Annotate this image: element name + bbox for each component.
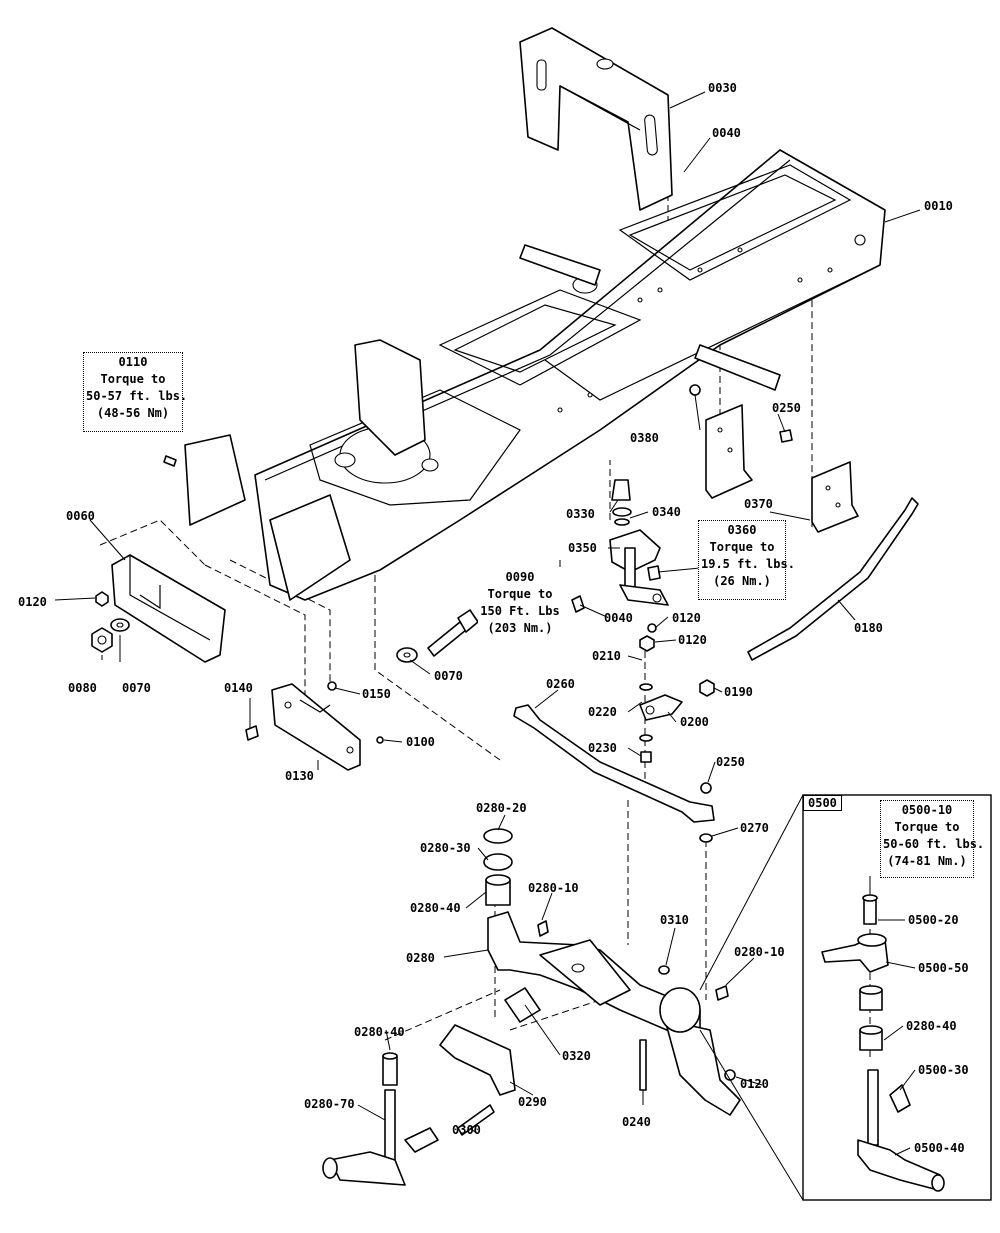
callout-0040-top: 0040 [712,126,741,140]
note-0110-metric: (48-56 Nm) [96,406,170,420]
note-0500-10-id: 0500-10 [901,803,953,817]
callout-0080: 0080 [68,681,97,695]
callout-0230: 0230 [588,741,617,755]
part-0370-brackets [705,404,859,533]
note-0360-metric: (26 Nm.) [713,574,771,588]
callout-0280-40-left: 0280-40 [354,1025,405,1039]
callout-0260: 0260 [546,677,575,691]
callout-0310: 0310 [660,913,689,927]
callout-0070-left: 0070 [122,681,151,695]
callout-0130: 0130 [285,769,314,783]
callout-0340: 0340 [652,505,681,519]
part-0130-plate [271,683,361,771]
part-0120-nut-left [95,591,109,607]
callout-0320: 0320 [562,1049,591,1063]
callout-0120-lower: 0120 [740,1077,769,1091]
callout-0070-center: 0070 [434,669,463,683]
note-0110-id: 0110 [118,355,148,369]
callout-0180: 0180 [854,621,883,635]
part-0200-steering-arm [639,635,715,763]
callout-0010: 0010 [924,199,953,213]
callout-0500-40: 0500-40 [914,1141,965,1155]
note-0500-10-value: 50-60 ft. lbs. [883,837,985,851]
detail-0500-tag: 0500 [803,795,842,811]
callout-0370: 0370 [744,497,773,511]
callout-0040-center: 0040 [604,611,633,625]
note-0090-value: 150 Ft. Lbs [480,604,560,618]
detail-0500-box [699,794,992,1201]
note-0090-title: Torque to [487,587,553,601]
callout-0140: 0140 [224,681,253,695]
callout-0250-lower: 0250 [716,755,745,769]
part-0290-bracket [439,1024,516,1136]
part-0030-bracket [519,27,673,211]
callout-0280-40-detail: 0280-40 [906,1019,957,1033]
callout-0280-10-left: 0280-10 [528,881,579,895]
callout-0280-30: 0280-30 [420,841,471,855]
callout-0500-50: 0500-50 [918,961,969,975]
callout-0060: 0060 [66,509,95,523]
note-0090-id: 0090 [505,570,535,584]
callout-0120-mid: 0120 [678,633,707,647]
leader-lines [54,91,921,1156]
callout-labels: 0030 0040 0010 0060 0120 0080 0070 0140 … [18,81,969,1155]
torque-note-0360: 0360 Torque to 19.5 ft. lbs. (26 Nm.) [698,520,795,600]
callout-0270: 0270 [740,821,769,835]
note-0500-10-metric: (74-81 Nm.) [887,854,967,868]
callout-0280-70: 0280-70 [304,1097,355,1111]
part-0180-drag-link [747,497,919,661]
part-0260-tie-rod [513,704,715,843]
note-0500-10-title: Torque to [894,820,960,834]
callout-0240: 0240 [622,1115,651,1129]
callout-0100: 0100 [406,735,435,749]
note-0090-metric: (203 Nm.) [487,621,553,635]
callout-0120-center: 0120 [672,611,701,625]
torque-note-0090: 0090 Torque to 150 Ft. Lbs (203 Nm.) [478,568,562,646]
callout-0200: 0200 [680,715,709,729]
callout-0120-left: 0120 [18,595,47,609]
part-0010-main-frame [184,149,886,601]
torque-note-0110: 0110 Torque to 50-57 ft. lbs. (48-56 Nm) [83,352,188,432]
note-0360-title: Torque to [709,540,775,554]
callout-0280-40-upper: 0280-40 [410,901,461,915]
part-0080-nut [91,627,113,653]
part-0350-pivot-bracket [609,529,669,606]
callout-0220: 0220 [588,705,617,719]
torque-note-0500-10: 0500-10 Torque to 50-60 ft. lbs. (74-81 … [880,800,985,878]
note-0360-id: 0360 [727,523,757,537]
callout-0030: 0030 [708,81,737,95]
note-0110-title: Torque to [100,372,166,386]
callout-0500-30: 0500-30 [918,1063,969,1077]
part-small-hardware [163,384,793,744]
callout-0210: 0210 [592,649,621,663]
part-right-spindle [659,987,741,1116]
callout-0330: 0330 [566,507,595,521]
part-0090-bolt [427,609,479,657]
callout-0380: 0380 [630,431,659,445]
callout-0290: 0290 [518,1095,547,1109]
callout-0150: 0150 [362,687,391,701]
part-0070-washer [110,618,418,663]
note-0110-value: 50-57 ft. lbs. [86,389,188,403]
callout-0280-10-right: 0280-10 [734,945,785,959]
callout-0190: 0190 [724,685,753,699]
part-0280-70-spindle [322,1052,439,1186]
note-0360-value: 19.5 ft. lbs. [701,557,795,571]
callout-0280-20: 0280-20 [476,801,527,815]
part-0280-front-axle [483,828,736,1091]
part-0060-front-bracket [111,554,226,663]
callout-0500-20: 0500-20 [908,913,959,927]
callout-0280: 0280 [406,951,435,965]
callout-0300: 0300 [452,1123,481,1137]
callout-0350: 0350 [568,541,597,555]
callout-0250-top: 0250 [772,401,801,415]
